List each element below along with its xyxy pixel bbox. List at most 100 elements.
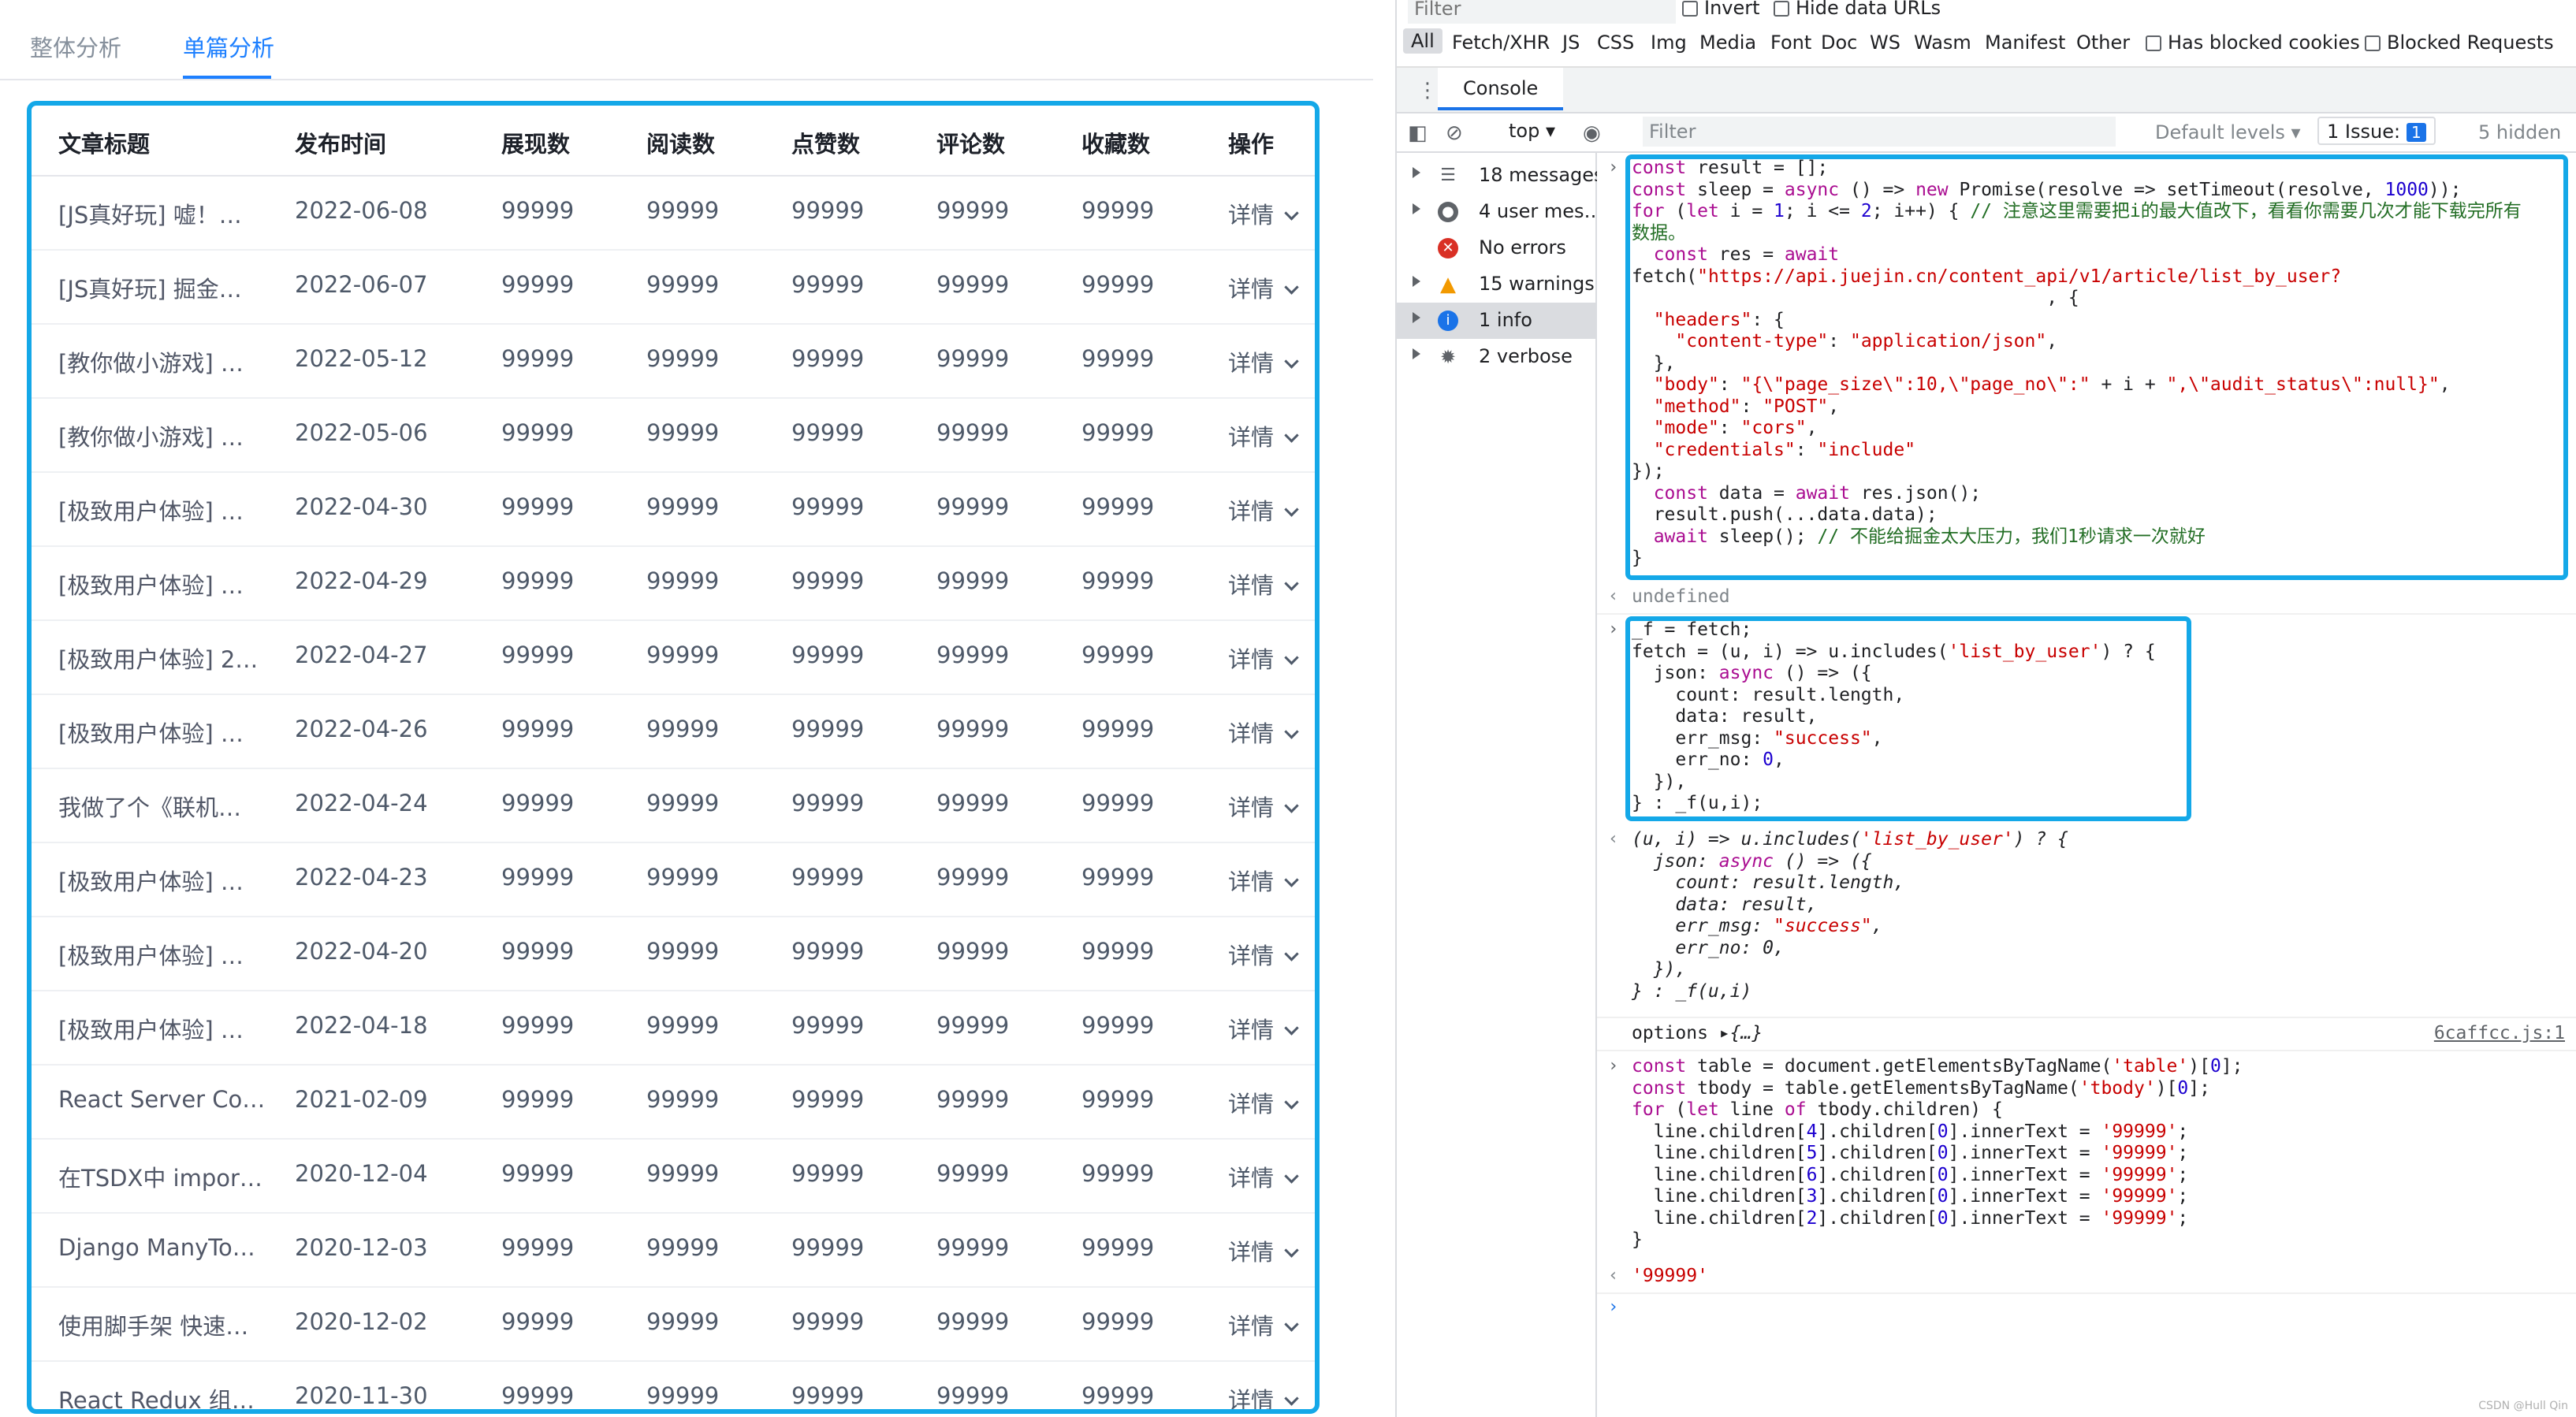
detail-dropdown-button[interactable]: 详情 <box>1228 938 1299 971</box>
cell-title[interactable]: [极致用户体验] … <box>58 720 244 747</box>
sidebar-item-label: 4 user mes… <box>1479 200 1603 222</box>
detail-dropdown-button[interactable]: 详情 <box>1228 1308 1299 1341</box>
detail-dropdown-button[interactable]: 详情 <box>1228 1012 1299 1045</box>
hide-data-urls-checkbox[interactable]: Hide data URLs <box>1774 0 1941 19</box>
pane-divider[interactable] <box>1395 0 1397 1417</box>
sidebar-item-user-messages[interactable]: ●4 user mes… <box>1397 194 1603 230</box>
cell-title[interactable]: Django ManyTo… <box>58 1234 255 1261</box>
detail-dropdown-button[interactable]: 详情 <box>1228 1382 1299 1409</box>
detail-dropdown-button[interactable]: 详情 <box>1228 642 1299 675</box>
cell-title[interactable]: 我做了个《联机… <box>58 794 242 821</box>
cell-comments: 99999 <box>936 345 1010 372</box>
cell-title[interactable]: [JS真好玩] 掘金… <box>58 276 242 303</box>
detail-dropdown-button[interactable]: 详情 <box>1228 271 1299 304</box>
cell-title[interactable]: [极致用户体验] 2… <box>58 646 259 673</box>
chevron-down-icon <box>1284 947 1299 961</box>
cell-views: 99999 <box>501 1086 575 1113</box>
blocked-requests-checkbox[interactable]: Blocked Requests <box>2365 32 2554 54</box>
type-filter-js[interactable]: JS <box>1562 32 1580 54</box>
sidebar-item-messages[interactable]: ☰18 messages <box>1397 158 1604 194</box>
cell-publish-date: 2022-04-18 <box>295 1012 428 1039</box>
cell-title[interactable]: [极致用户体验] … <box>58 1017 244 1043</box>
has-blocked-cookies-checkbox[interactable]: Has blocked cookies <box>2146 32 2360 54</box>
cell-comments: 99999 <box>936 716 1010 742</box>
detail-dropdown-button[interactable]: 详情 <box>1228 1234 1299 1267</box>
sidebar-toggle-icon[interactable]: ◧ <box>1408 121 1428 145</box>
invert-label: Invert <box>1704 0 1760 19</box>
cell-title[interactable]: [教你做小游戏] … <box>58 350 244 377</box>
detail-dropdown-button[interactable]: 详情 <box>1228 419 1299 452</box>
cell-title[interactable]: React Server Co… <box>58 1086 266 1113</box>
detail-dropdown-button[interactable]: 详情 <box>1228 197 1299 230</box>
hide-data-urls-label: Hide data URLs <box>1796 0 1941 19</box>
sidebar-item-warnings[interactable]: ▲15 warnings <box>1397 266 1595 303</box>
cell-comments: 99999 <box>936 864 1010 891</box>
invert-checkbox[interactable]: Invert <box>1682 0 1760 19</box>
cell-reads: 99999 <box>646 716 720 742</box>
detail-label: 详情 <box>1228 202 1275 229</box>
cell-views: 99999 <box>501 642 575 668</box>
chevron-down-icon <box>1284 1169 1299 1184</box>
cell-title[interactable]: [极致用户体验] … <box>58 572 244 599</box>
type-filter-media[interactable]: Media <box>1699 32 1757 54</box>
type-filter-doc[interactable]: Doc <box>1821 32 1858 54</box>
type-filter-ws[interactable]: WS <box>1870 32 1900 54</box>
detail-dropdown-button[interactable]: 详情 <box>1228 493 1299 526</box>
detail-dropdown-button[interactable]: 详情 <box>1228 345 1299 378</box>
sidebar-item-errors[interactable]: ✕No errors <box>1397 230 1595 266</box>
cell-title[interactable]: [JS真好玩] 嘘！… <box>58 202 242 229</box>
cell-likes: 99999 <box>791 567 865 594</box>
chevron-down-icon <box>1284 724 1299 739</box>
context-selector[interactable]: top ▾ <box>1509 120 1556 142</box>
type-filter-fetch-xhr[interactable]: Fetch/XHR <box>1452 32 1550 54</box>
cell-title[interactable]: [教你做小游戏] … <box>58 424 244 451</box>
log-levels-dropdown[interactable]: Default levels ▾ <box>2155 121 2301 143</box>
type-filter-other[interactable]: Other <box>2076 32 2131 54</box>
detail-dropdown-button[interactable]: 详情 <box>1228 790 1299 823</box>
tab-single-article-analysis[interactable]: 单篇分析 <box>183 35 275 61</box>
chevron-down-icon <box>1284 280 1299 295</box>
sidebar-item-verbose[interactable]: ✹2 verbose <box>1397 339 1595 375</box>
type-filter-css[interactable]: CSS <box>1597 32 1635 54</box>
issues-button[interactable]: 1 Issue:1 <box>2317 117 2436 145</box>
cell-reads: 99999 <box>646 1012 720 1039</box>
console-output[interactable]: › const result = []; const sleep = async… <box>1597 153 2576 1417</box>
cell-title[interactable]: React Redux 组… <box>58 1387 255 1414</box>
cell-views: 99999 <box>501 1012 575 1039</box>
cell-title[interactable]: [极致用户体验] … <box>58 498 244 525</box>
detail-dropdown-button[interactable]: 详情 <box>1228 1086 1299 1119</box>
live-expression-eye-icon[interactable]: ◉ <box>1583 121 1601 145</box>
cell-title[interactable]: 使用脚手架 快速… <box>58 1313 249 1340</box>
cell-reads: 99999 <box>646 938 720 965</box>
cell-likes: 99999 <box>791 790 865 816</box>
cell-reads: 99999 <box>646 1160 720 1187</box>
header-title: 文章标题 <box>58 131 151 158</box>
type-filter-manifest[interactable]: Manifest <box>1985 32 2066 54</box>
type-filter-wasm[interactable]: Wasm <box>1914 32 1971 54</box>
cell-title[interactable]: [极致用户体验] … <box>58 943 244 969</box>
type-filter-font[interactable]: Font <box>1770 32 1812 54</box>
tab-overall-analysis[interactable]: 整体分析 <box>30 35 122 61</box>
code-table-modify: const table = document.getElementsByTagN… <box>1632 1056 2243 1250</box>
cell-publish-date: 2022-06-07 <box>295 271 428 298</box>
cell-title[interactable]: 在TSDX中 impor… <box>58 1165 262 1192</box>
source-link[interactable]: 6caffcc.js:1 <box>2433 1023 2565 1043</box>
network-filter-input[interactable] <box>1408 0 1676 24</box>
console-filter-input[interactable]: Filter <box>1643 117 2116 147</box>
cell-title[interactable]: [极致用户体验] … <box>58 868 244 895</box>
type-filter-all[interactable]: All <box>1403 28 1442 54</box>
detail-dropdown-button[interactable]: 详情 <box>1228 864 1299 897</box>
sidebar-item-label: 2 verbose <box>1479 345 1573 367</box>
detail-dropdown-button[interactable]: 详情 <box>1228 716 1299 749</box>
console-log-options[interactable]: options ▸{…} 6caffcc.js:1 <box>1597 1023 2576 1047</box>
detail-dropdown-button[interactable]: 详情 <box>1228 1160 1299 1193</box>
type-filter-img[interactable]: Img <box>1651 32 1687 54</box>
cell-favorites: 99999 <box>1081 345 1155 372</box>
detail-dropdown-button[interactable]: 详情 <box>1228 567 1299 601</box>
tab-console[interactable]: Console <box>1438 68 1564 110</box>
more-options-icon[interactable]: ⋮ <box>1417 79 1438 102</box>
clear-console-icon[interactable]: ⊘ <box>1446 121 1463 145</box>
chevron-down-icon <box>1284 502 1299 517</box>
